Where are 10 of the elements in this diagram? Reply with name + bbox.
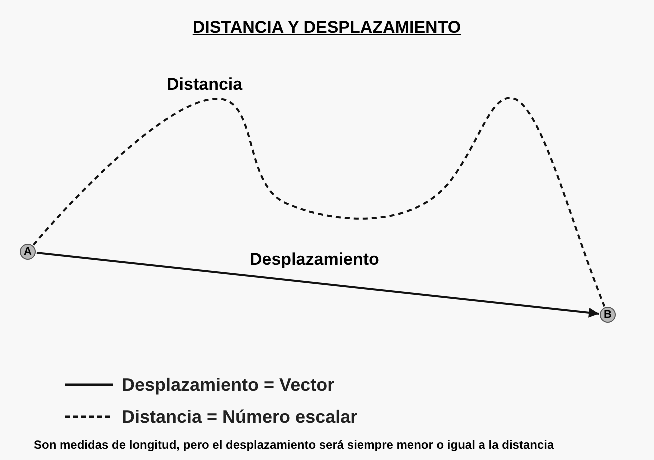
edge-label: Desplazamiento (249, 250, 380, 270)
arrow (36, 252, 600, 318)
legend-text: Desplazamiento = Vector (122, 375, 335, 396)
point-marker: B (600, 307, 616, 323)
point-marker: A (20, 244, 36, 260)
caption: Son medidas de longitud, pero el desplazamiento será siempre menor o igual a la distancia (34, 438, 554, 452)
diagram-title: DISTANCIA Y DESPLAZAMIENTO (192, 18, 462, 38)
dashed-curve (33, 97, 606, 307)
edge-label: Distancia (166, 75, 244, 95)
legend-text: Distancia = Número escalar (122, 407, 358, 428)
